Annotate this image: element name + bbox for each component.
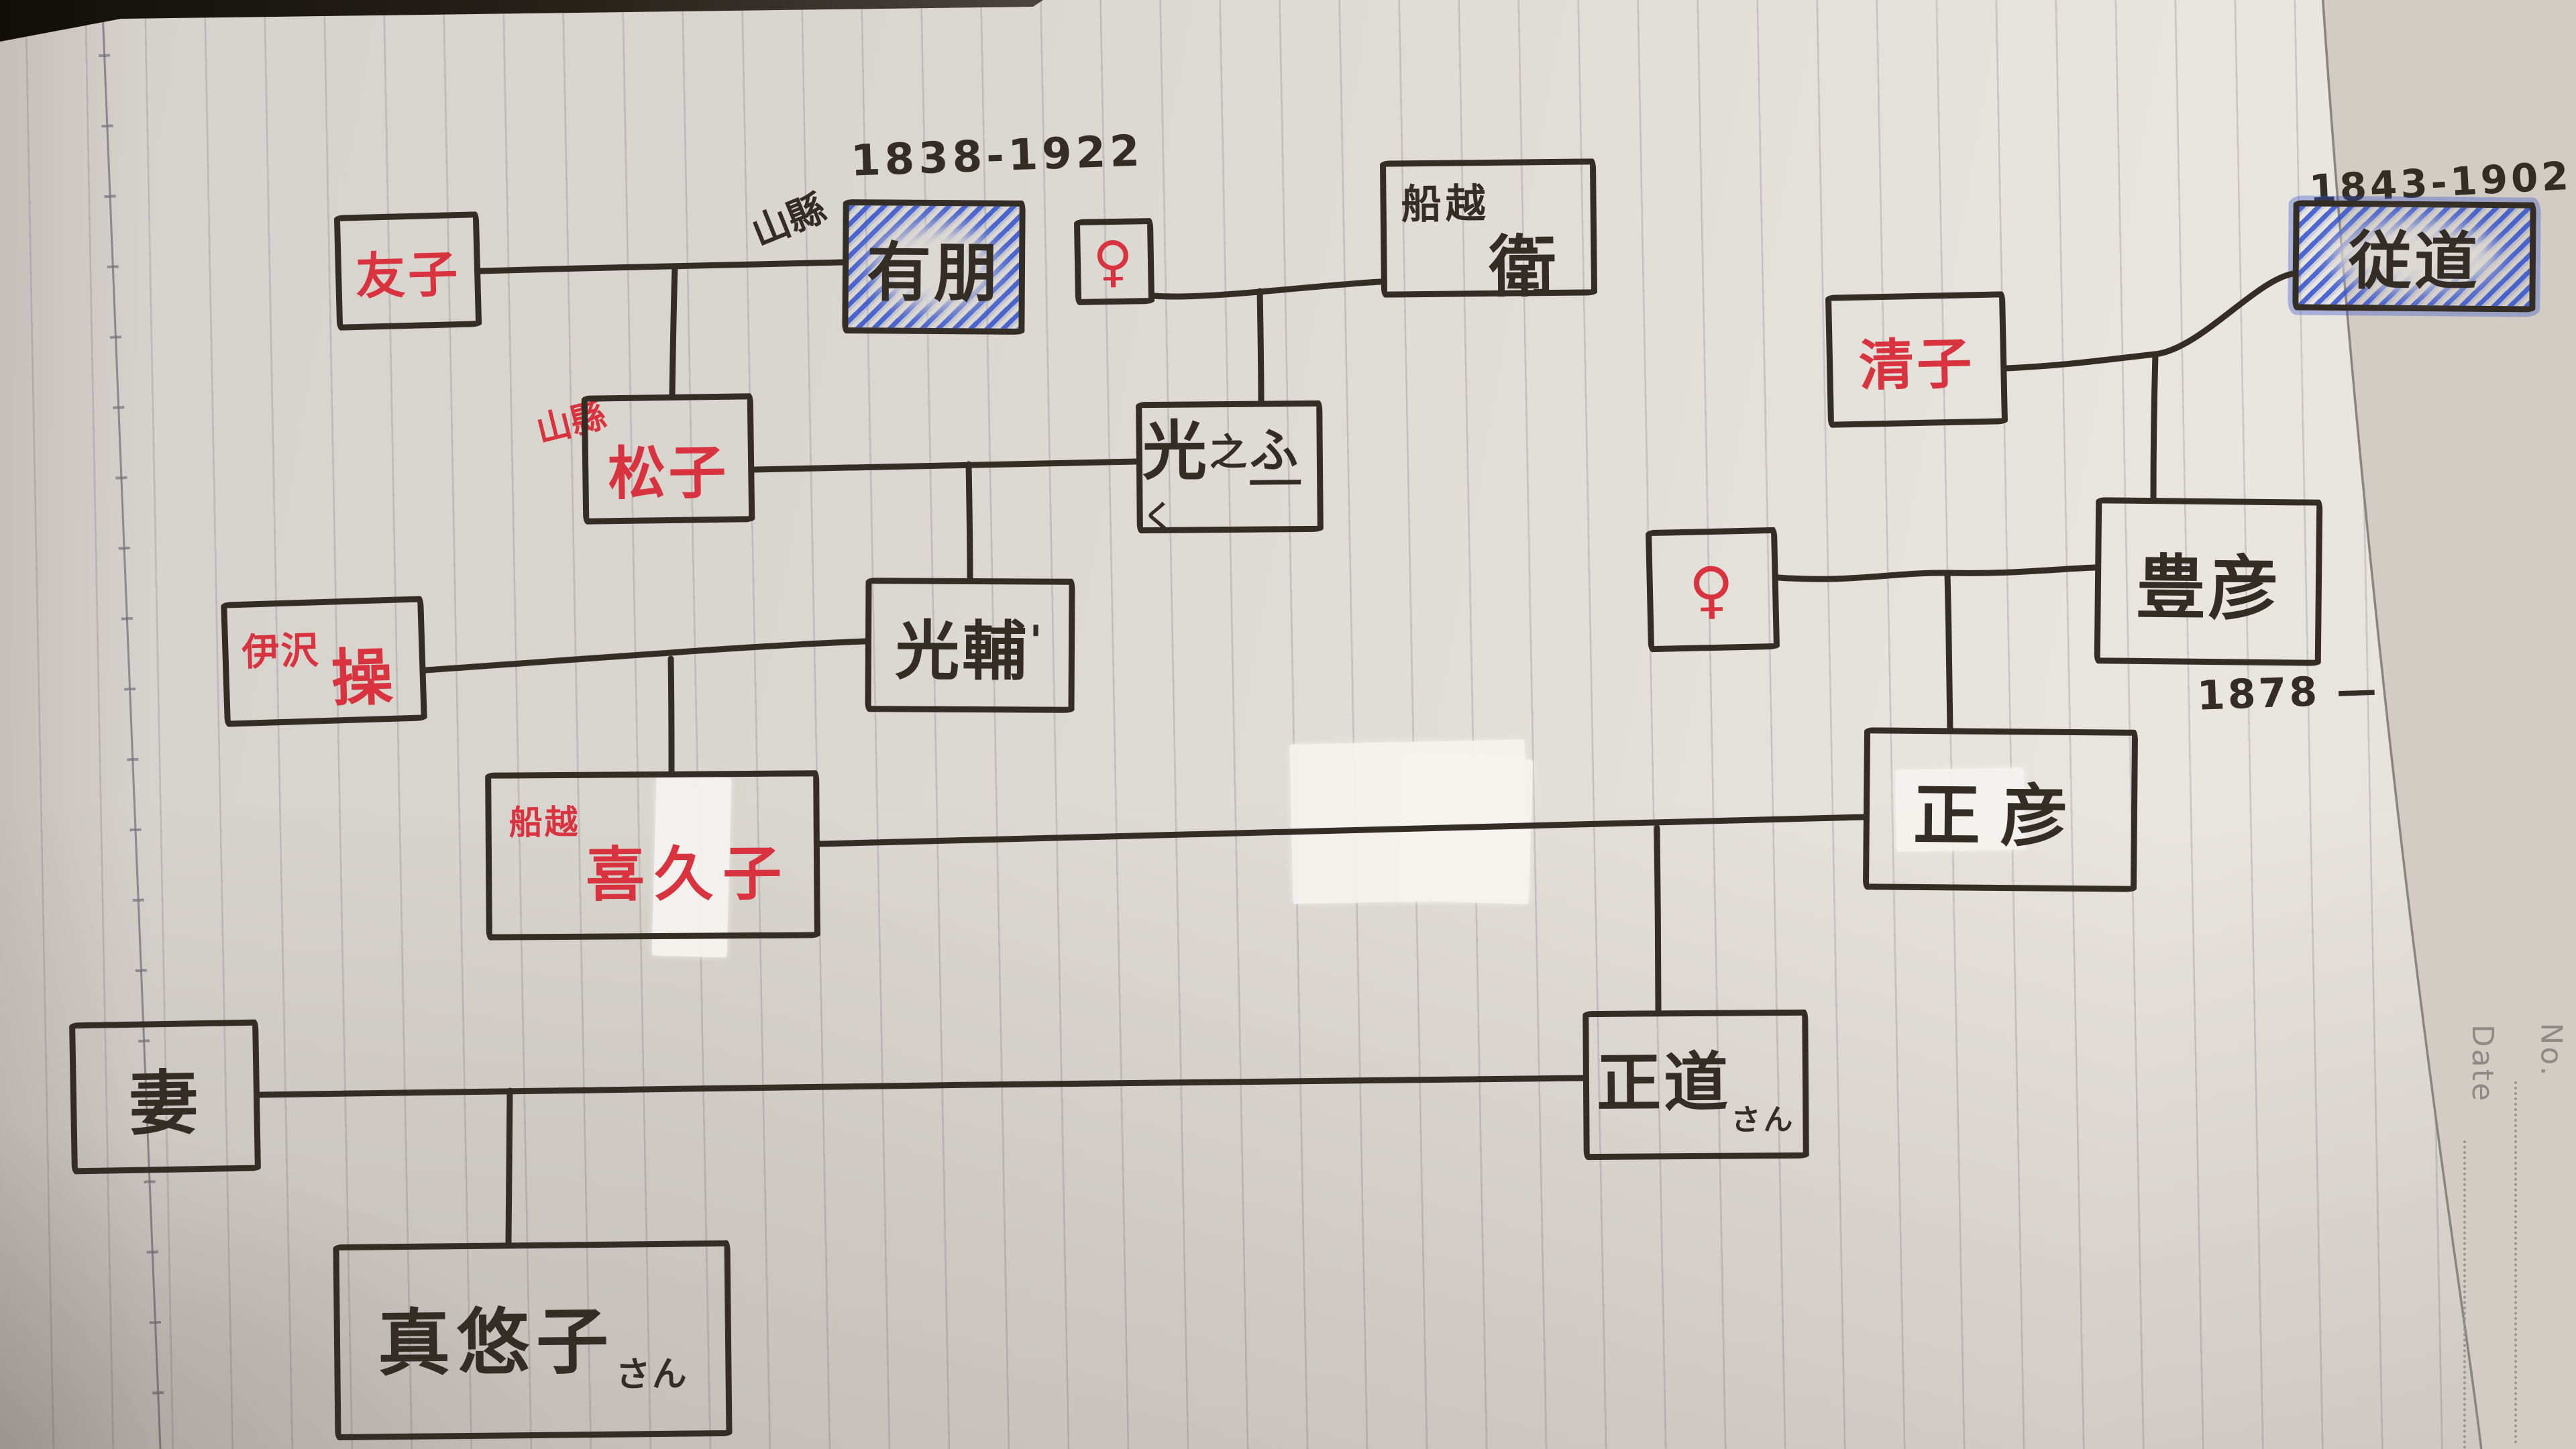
name-part: ふ	[1249, 422, 1301, 485]
person-name: 光輔'	[895, 598, 1045, 692]
person-box-kiyoko: 清子	[1825, 291, 2008, 428]
person-name: 喜久子	[585, 839, 792, 910]
female-symbol: ♀	[1092, 229, 1136, 294]
aritomo-dates: 1838-1922	[849, 126, 1144, 186]
person-name: 衛	[1489, 227, 1560, 307]
person-box-masamichi: 正道さん	[1582, 1009, 1809, 1161]
person-name: 正彦	[1913, 775, 2088, 856]
person-name: 妻	[128, 1061, 203, 1145]
no-dotted-line	[2514, 1081, 2517, 1444]
person-box-matsuko: 松子	[581, 393, 755, 525]
printed-date-label: Date	[2465, 1024, 2500, 1104]
person-box-kikuko: 船越 喜久子	[485, 770, 820, 941]
person-name: 友子	[355, 245, 462, 306]
name-part: 正道	[1596, 1044, 1731, 1122]
person-box-misao: 伊沢 操	[221, 596, 427, 727]
person-name: 正道さん	[1596, 1030, 1796, 1140]
name-part: 真悠子	[377, 1299, 616, 1386]
person-name: 操	[330, 641, 397, 715]
person-surname: 伊沢	[241, 629, 321, 675]
person-box-mayuko: 真悠子さん	[333, 1240, 733, 1441]
printed-no-label: No.	[2534, 1022, 2569, 1078]
toyohiko-dates: 1878 —	[2196, 666, 2381, 720]
person-box-masahiko: 正彦	[1862, 727, 2139, 892]
person-box-toyohiko: 豊彦	[2094, 497, 2323, 666]
person-box-kosuke: 光輔'	[865, 578, 1075, 713]
person-name: 従道	[2348, 225, 2481, 299]
date-dotted-line	[2463, 1140, 2466, 1449]
person-name: 清子	[1858, 331, 1976, 398]
name-part: 之	[1209, 430, 1250, 475]
person-box-mitsunofuku: 光之ふく	[1136, 397, 1324, 536]
correction-tape	[1401, 756, 1534, 904]
person-box-mamoru: 船越 衛	[1379, 158, 1598, 307]
person-box-tomoko: 友子	[333, 211, 482, 331]
name-honorific: さん	[615, 1354, 688, 1395]
person-name: 有朋	[866, 234, 1002, 311]
female-symbol: ♀	[1688, 553, 1737, 627]
name-part: 光輔	[895, 612, 1030, 689]
name-honorific: さん	[1731, 1102, 1796, 1138]
person-box-wife-mitsu: ♀	[1073, 217, 1155, 306]
name-part: 光	[1142, 413, 1210, 489]
person-box-wife-toyo: ♀	[1645, 527, 1780, 653]
person-name: 松子	[607, 439, 729, 508]
person-surname: 船越	[1401, 180, 1490, 229]
person-surname: 船越	[508, 802, 580, 843]
person-box-tsuma: 妻	[69, 1019, 261, 1175]
name-part: く	[1142, 498, 1177, 535]
person-name: 豊彦	[2135, 546, 2282, 630]
person-name: 真悠子さん	[377, 1282, 688, 1399]
person-box-aritomo: 有朋	[842, 199, 1026, 335]
person-box-tsugumichi: 従道	[2292, 200, 2536, 313]
person-name: 光之ふく	[1142, 397, 1318, 536]
name-tick: '	[1029, 615, 1045, 665]
